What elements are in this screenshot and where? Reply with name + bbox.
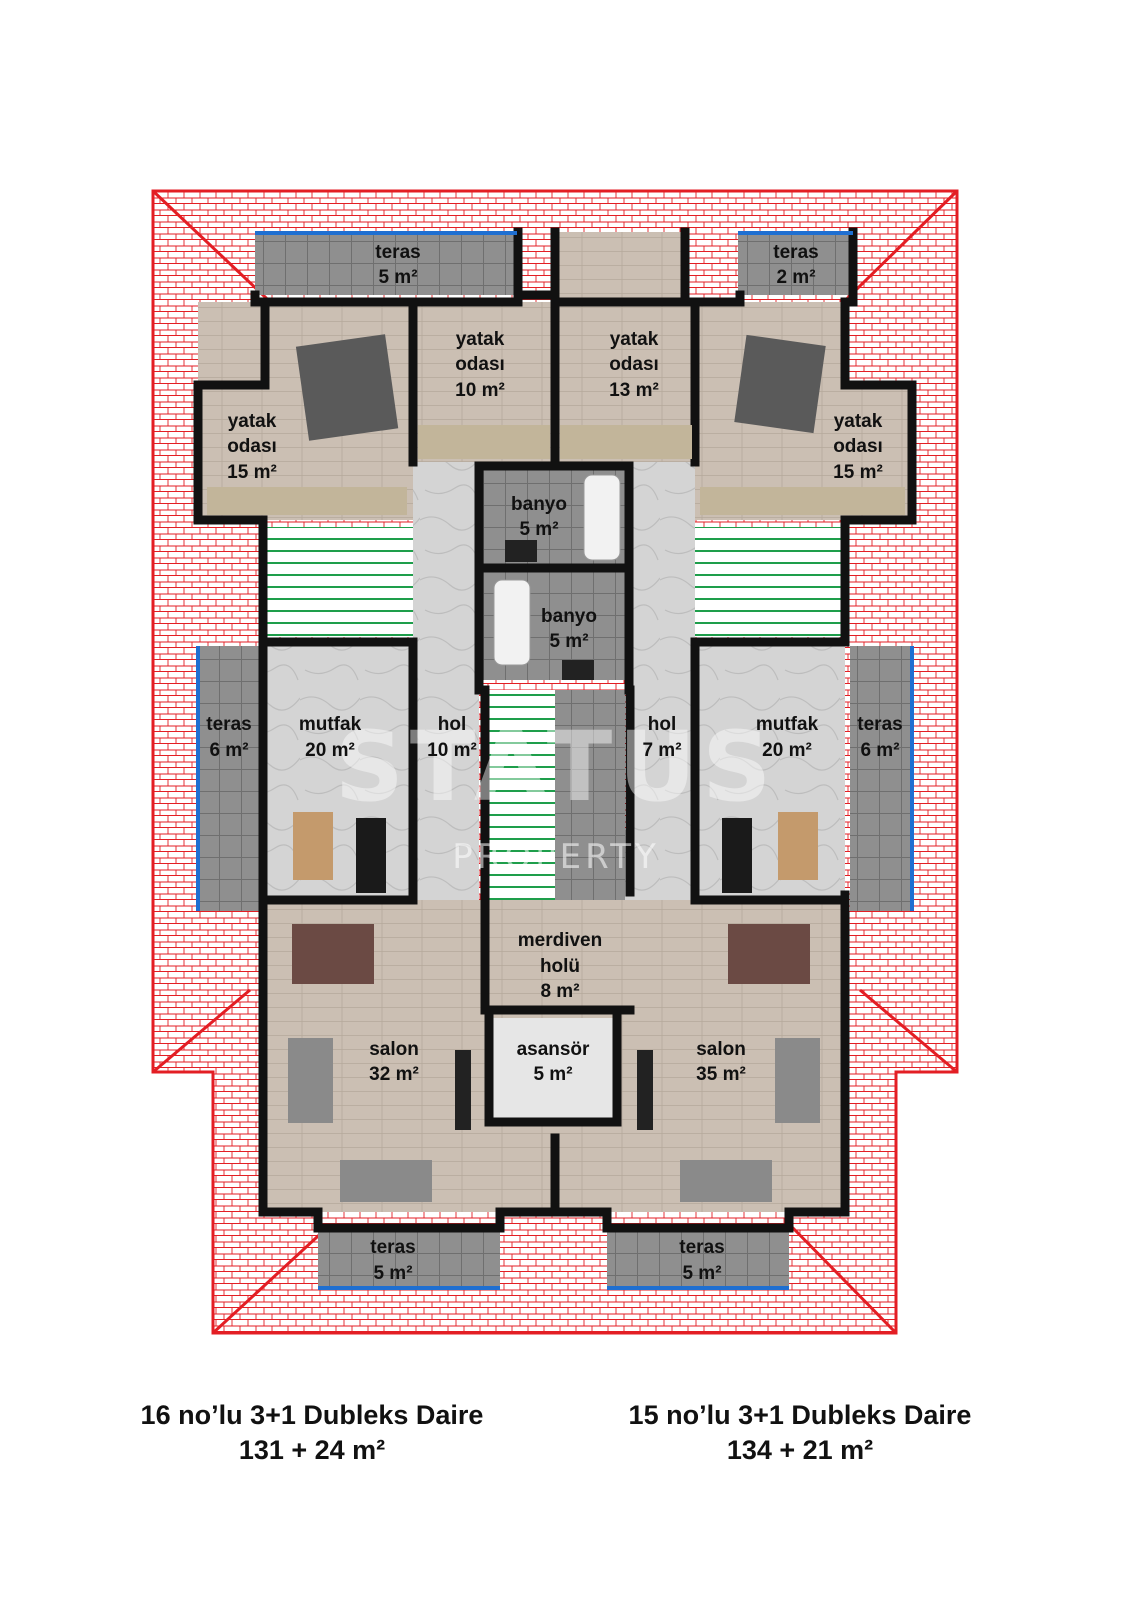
watermark-property: PROPERTY: [452, 837, 660, 877]
wardrobe-icon: [418, 425, 550, 459]
sofa-icon: [340, 1160, 432, 1202]
label-bed-left-2: odası: [227, 436, 277, 457]
tv-unit-icon: [637, 1050, 653, 1130]
room-labels: teras 5 m² teras 2 m² yatak odası 15 m² …: [206, 242, 902, 1284]
area-elevator: 5 m²: [533, 1064, 572, 1085]
sofa-icon: [775, 1038, 820, 1123]
label-elevator: asansör: [517, 1039, 590, 1060]
area-teras-right: 6 m²: [860, 740, 899, 761]
furniture: [207, 334, 905, 1202]
label-teras-top-right: teras: [773, 242, 818, 263]
area-bed-right: 15 m²: [833, 462, 883, 483]
label-salon-right: salon: [696, 1039, 746, 1060]
label-stair-hall-2: holü: [540, 956, 580, 977]
label-teras-bottom-left: teras: [370, 1237, 415, 1258]
caption-right: 15 no’lu 3+1 Dubleks Daire 134 + 21 m²: [570, 1400, 1030, 1466]
area-kitchen-left: 20 m²: [305, 740, 355, 761]
label-teras-right: teras: [857, 714, 902, 735]
label-teras-top-left: teras: [375, 242, 420, 263]
label-salon-left: salon: [369, 1039, 419, 1060]
area-salon-left: 32 m²: [369, 1064, 419, 1085]
fridge-icon: [722, 818, 752, 893]
area-bed-left: 15 m²: [227, 462, 277, 483]
watermark: STATUS PROPERTY: [335, 711, 778, 877]
label-bath-upper: banyo: [511, 494, 567, 515]
area-teras-left: 6 m²: [209, 740, 248, 761]
bathtub-icon: [493, 579, 531, 666]
sofa-icon: [680, 1160, 772, 1202]
walls: [193, 227, 917, 1233]
area-salon-right: 35 m²: [696, 1064, 746, 1085]
label-bed-midright-2: odası: [609, 354, 659, 375]
label-bed-midright-1: yatak: [610, 329, 659, 350]
area-teras-top-left: 5 m²: [378, 267, 417, 288]
label-hall-right: hol: [648, 714, 677, 735]
label-bed-midleft-2: odası: [455, 354, 505, 375]
label-bed-right-1: yatak: [834, 411, 883, 432]
label-bed-left-1: yatak: [228, 411, 277, 432]
terrace-railings: [196, 231, 914, 1290]
table-icon: [293, 812, 333, 880]
area-teras-top-right: 2 m²: [776, 267, 815, 288]
tv-unit-icon: [455, 1050, 471, 1130]
area-teras-bottom-right: 5 m²: [682, 1263, 721, 1284]
sofa-icon: [288, 1038, 333, 1123]
caption-left-title: 16 no’lu 3+1 Dubleks Daire: [140, 1400, 484, 1430]
label-hall-left: hol: [438, 714, 467, 735]
label-teras-bottom-right: teras: [679, 1237, 724, 1258]
sink-icon: [562, 660, 594, 680]
sink-icon: [505, 540, 537, 562]
area-hall-right: 7 m²: [642, 740, 681, 761]
bed-icon: [295, 334, 399, 441]
area-bath-upper: 5 m²: [519, 519, 558, 540]
area-kitchen-right: 20 m²: [762, 740, 812, 761]
area-bath-lower: 5 m²: [549, 631, 588, 652]
dining-table-icon: [292, 924, 374, 984]
label-kitchen-left: mutfak: [299, 714, 362, 735]
label-teras-left: teras: [206, 714, 251, 735]
wardrobe-icon: [560, 425, 692, 459]
bed-icon: [734, 334, 826, 434]
label-bath-lower: banyo: [541, 606, 597, 627]
table-icon: [778, 812, 818, 880]
fridge-icon: [356, 818, 386, 893]
label-kitchen-right: mutfak: [756, 714, 819, 735]
label-stair-hall-1: merdiven: [518, 930, 602, 951]
dining-table-icon: [728, 924, 810, 984]
wardrobe-icon: [700, 487, 905, 515]
label-bed-midleft-1: yatak: [456, 329, 505, 350]
bathtub-icon: [583, 474, 621, 561]
area-bed-midright: 13 m²: [609, 380, 659, 401]
caption-right-area: 134 + 21 m²: [726, 1435, 874, 1465]
area-hall-left: 10 m²: [427, 740, 477, 761]
caption-left: 16 no’lu 3+1 Dubleks Daire 131 + 24 m²: [82, 1400, 542, 1466]
label-bed-right-2: odası: [833, 436, 883, 457]
caption-left-area: 131 + 24 m²: [238, 1435, 386, 1465]
area-bed-midleft: 10 m²: [455, 380, 505, 401]
building-floors: [198, 232, 912, 1288]
caption-right-title: 15 no’lu 3+1 Dubleks Daire: [628, 1400, 972, 1430]
watermark-status: STATUS: [335, 711, 778, 823]
wardrobe-icon: [207, 487, 407, 515]
area-teras-bottom-left: 5 m²: [373, 1263, 412, 1284]
area-stair-hall: 8 m²: [540, 981, 579, 1002]
